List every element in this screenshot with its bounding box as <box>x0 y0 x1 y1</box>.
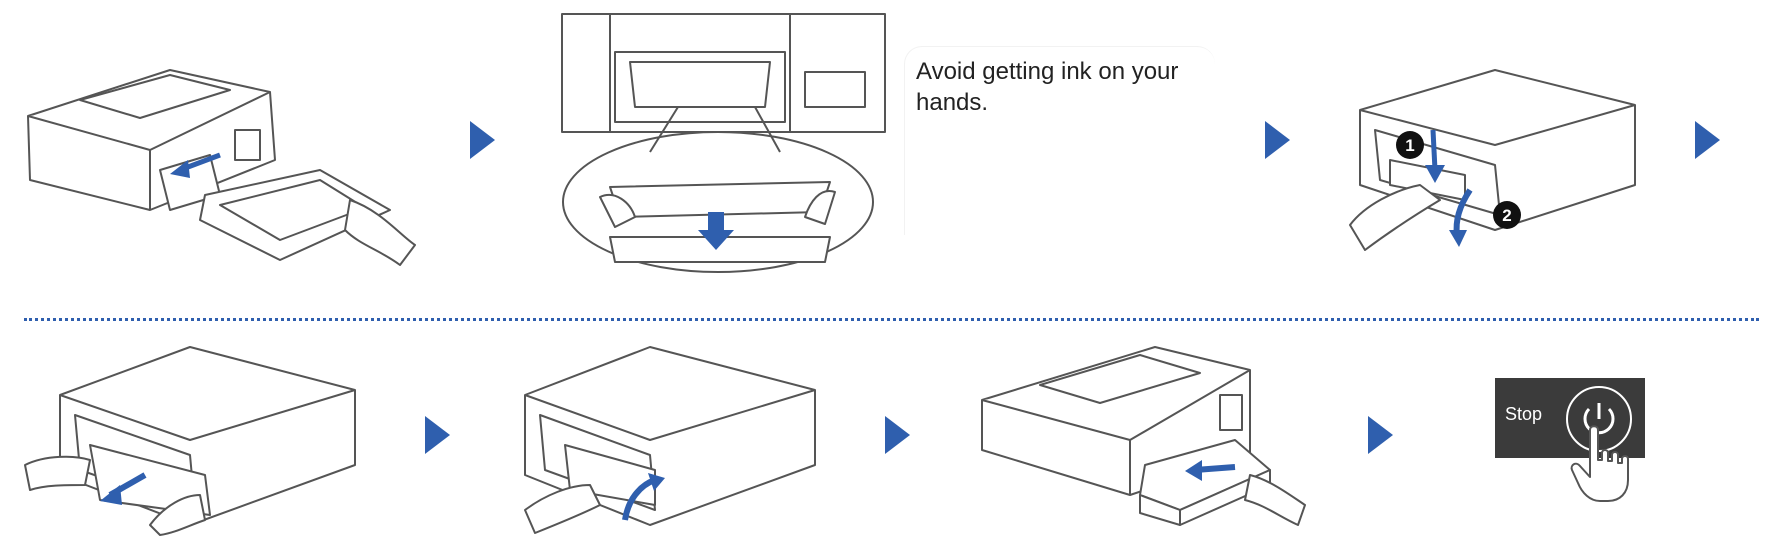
stop-label: Stop <box>1505 404 1543 424</box>
illustration-pull-tray <box>27 69 416 266</box>
illustration-pull-paper-back <box>24 346 356 536</box>
down-arrow-icon <box>698 230 734 250</box>
caution-note-text: Avoid getting ink on your hands. <box>916 58 1179 116</box>
pointing-hand-icon <box>1570 425 1629 502</box>
next-step-arrow-icon <box>470 121 495 159</box>
next-step-arrow-icon <box>1265 121 1290 159</box>
next-step-arrow-icon <box>1695 121 1720 159</box>
illustration-push-tray <box>981 346 1306 526</box>
caution-note <box>904 46 1215 235</box>
next-step-arrow-icon <box>1368 416 1393 454</box>
next-step-arrow-icon <box>885 416 910 454</box>
illustration-open-cover: 1 2 <box>1349 69 1636 251</box>
illustration-remove-jam-top <box>561 13 886 273</box>
next-step-arrow-icon <box>425 416 450 454</box>
step-marker-two: 2 <box>1502 206 1511 225</box>
step-marker-one: 1 <box>1405 136 1414 155</box>
illustration-close-cover <box>524 346 816 534</box>
section-divider <box>24 318 1759 321</box>
